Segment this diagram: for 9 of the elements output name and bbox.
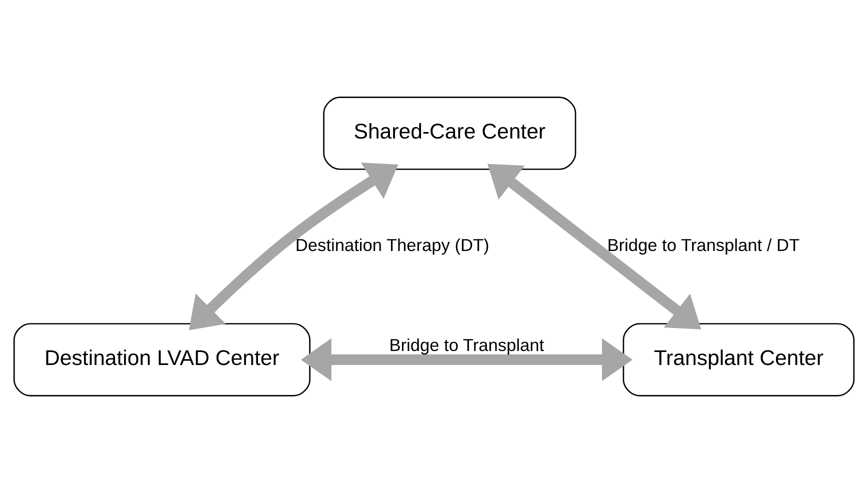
node-box: Destination LVAD Center (13, 323, 310, 396)
arrow (487, 164, 702, 330)
edge-label: Destination Therapy (DT) (295, 235, 490, 256)
edge-label: Bridge to Transplant (389, 334, 544, 355)
node-box: Shared-Care Center (323, 96, 576, 170)
arrow (188, 162, 398, 330)
node-box: Transplant Center (622, 323, 855, 396)
arrow (300, 338, 633, 382)
edge-label: Bridge to Transplant / DT (607, 235, 800, 256)
